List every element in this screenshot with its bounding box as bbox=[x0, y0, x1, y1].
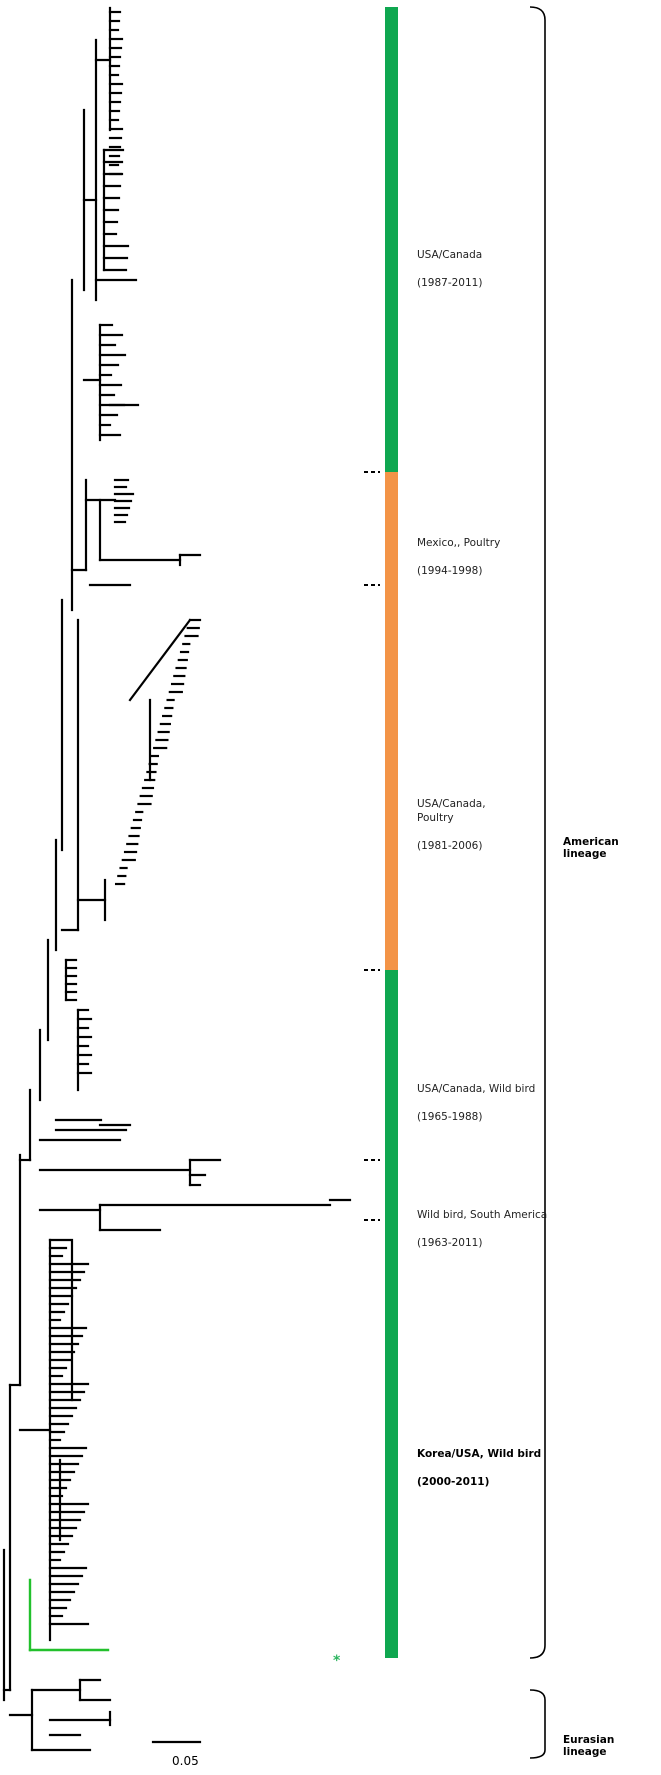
clade-label-korea-usa-wild-bird: Korea/USA, Wild bird (2000-2011) bbox=[417, 1433, 541, 1503]
clade-name: USA/Canada bbox=[417, 249, 483, 261]
marker-asterisk: * bbox=[333, 1653, 341, 1669]
clade-name: Mexico,, Poultry bbox=[417, 537, 501, 549]
clade-name: USA/Canada, Wild bird bbox=[417, 1083, 536, 1095]
clade-label-usa-canada-wild-bird: USA/Canada, Wild bird (1965-1988) bbox=[417, 1068, 535, 1138]
clade-name: USA/Canada, Poultry bbox=[417, 798, 486, 824]
american-lineage-bracket bbox=[529, 6, 546, 1659]
scale-bar-label: 0.05 bbox=[172, 1754, 199, 1768]
clade-label-usa-canada-poultry: USA/Canada, Poultry (1981-2006) bbox=[417, 783, 486, 867]
clade-years: (1981-2006) bbox=[417, 840, 483, 852]
eurasian-lineage-bracket bbox=[529, 1689, 546, 1759]
clade-years: (2000-2011) bbox=[417, 1476, 490, 1488]
clade-label-mexico-poultry: Mexico,, Poultry (1994-1998) bbox=[417, 522, 500, 592]
clade-years: (1965-1988) bbox=[417, 1111, 483, 1123]
clade-years: (1963-2011) bbox=[417, 1237, 483, 1249]
clade-label-usa-canada: USA/Canada (1987-2011) bbox=[417, 234, 482, 304]
clade-bar-green bbox=[385, 7, 398, 472]
clade-label-wild-bird-south-america: Wild bird, South America (1963-2011) bbox=[417, 1194, 547, 1264]
clade-bar-green bbox=[385, 970, 398, 1658]
american-lineage-label: American lineage bbox=[563, 836, 619, 860]
clade-years: (1994-1998) bbox=[417, 565, 483, 577]
clade-years: (1987-2011) bbox=[417, 277, 483, 289]
clade-bar-orange bbox=[385, 472, 398, 970]
clade-name: Wild bird, South America bbox=[417, 1209, 548, 1221]
clade-name: Korea/USA, Wild bird bbox=[417, 1448, 542, 1460]
tree-branch bbox=[128, 618, 192, 702]
eurasian-lineage-label: Eurasian lineage bbox=[563, 1734, 615, 1758]
